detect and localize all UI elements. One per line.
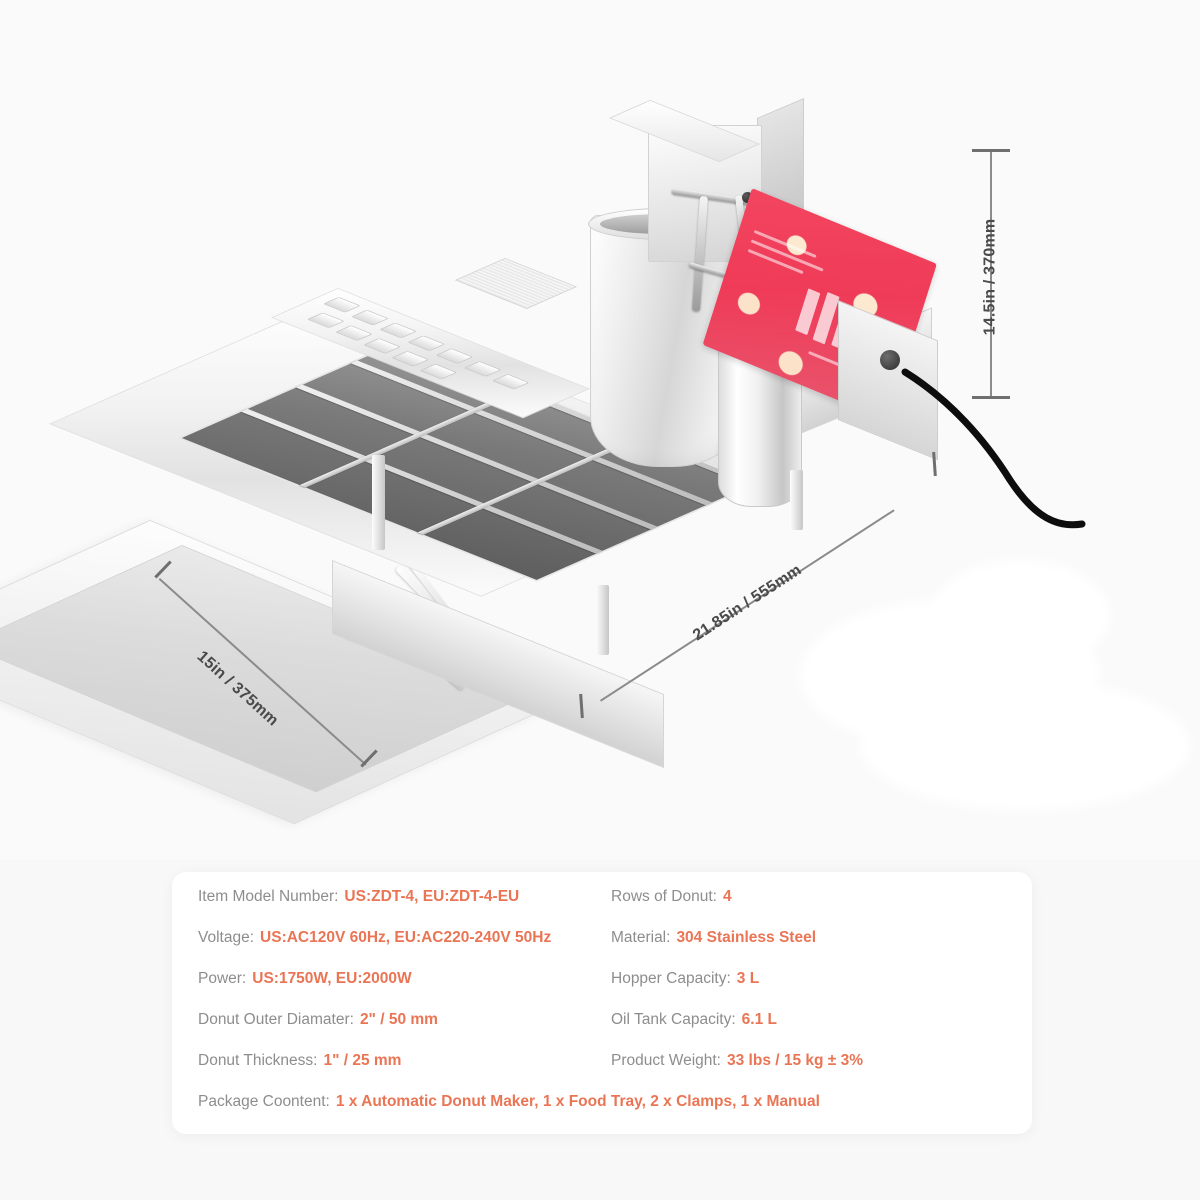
spec-row-donut-thickness: Donut Thickness: 1" / 25 mm [198, 1052, 593, 1093]
specification-card: Item Model Number: US:ZDT-4, EU:ZDT-4-EU… [172, 872, 1032, 1134]
spec-value: 3 L [736, 970, 760, 987]
dimension-cap [972, 396, 1010, 399]
spec-value: 1" / 25 mm [323, 1052, 402, 1069]
spec-label: Item Model Number: [198, 888, 339, 905]
spec-row-power: Power: US:1750W, EU:2000W [198, 970, 593, 1011]
spec-label: Donut Outer Diamater: [198, 1011, 354, 1028]
spec-label: Voltage: [198, 929, 255, 946]
donut-maker-machine: 14.5in / 370mm 21.85in / 555mm 15in / 37… [0, 98, 1086, 825]
photo-highlight-blob [930, 560, 1110, 670]
spec-label: Material: [611, 929, 671, 946]
spec-value: 1 x Automatic Donut Maker, 1 x Food Tray… [335, 1093, 820, 1110]
spec-label: Donut Thickness: [198, 1052, 318, 1069]
specification-grid: Item Model Number: US:ZDT-4, EU:ZDT-4-EU… [198, 888, 1006, 1093]
pivot-bolt [742, 192, 753, 203]
spec-row-product-weight: Product Weight: 33 lbs / 15 kg ± 3% [611, 1052, 1006, 1093]
spec-value: US:1750W, EU:2000W [252, 970, 412, 987]
spec-row-material: Material: 304 Stainless Steel [611, 929, 1006, 970]
dimension-cap [972, 149, 1010, 152]
power-cord [901, 368, 1086, 529]
support-leg [790, 470, 803, 530]
product-photo: 14.5in / 370mm 21.85in / 555mm 15in / 37… [0, 98, 1190, 825]
support-leg [372, 455, 385, 550]
spec-row-oil-tank-capacity: Oil Tank Capacity: 6.1 L [611, 1011, 1006, 1052]
spec-row-donut-outer-diameter: Donut Outer Diamater: 2" / 50 mm [198, 1011, 593, 1052]
power-socket [880, 350, 900, 370]
spec-value: US:AC120V 60Hz, EU:AC220-240V 50Hz [260, 929, 552, 946]
spec-value: US:ZDT-4, EU:ZDT-4-EU [344, 888, 520, 905]
dimension-line-height [990, 150, 992, 398]
spec-row-package-content: Package Coontent: 1 x Automatic Donut Ma… [198, 1093, 1006, 1133]
spec-label: Package Coontent: [198, 1093, 330, 1110]
dimension-label-height: 14.5in / 370mm [981, 218, 999, 336]
spec-label: Product Weight: [611, 1052, 721, 1069]
spec-row-voltage: Voltage: US:AC120V 60Hz, EU:AC220-240V 5… [198, 929, 593, 970]
spec-row-hopper-capacity: Hopper Capacity: 3 L [611, 970, 1006, 1011]
spec-row-rows-of-donut: Rows of Donut: 4 [611, 888, 1006, 929]
spec-value: 2" / 50 mm [359, 1011, 438, 1028]
photo-highlight-blob [860, 680, 1190, 810]
spec-value: 6.1 L [741, 1011, 777, 1028]
spec-row-item-model-number: Item Model Number: US:ZDT-4, EU:ZDT-4-EU [198, 888, 593, 929]
spec-value: 4 [722, 888, 732, 905]
spec-label: Oil Tank Capacity: [611, 1011, 736, 1028]
spec-value: 33 lbs / 15 kg ± 3% [727, 1052, 864, 1069]
spec-label: Power: [198, 970, 247, 987]
spec-label: Hopper Capacity: [611, 970, 731, 987]
spec-label: Rows of Donut: [611, 888, 717, 905]
support-leg [596, 585, 609, 655]
spec-value: 304 Stainless Steel [676, 929, 817, 946]
